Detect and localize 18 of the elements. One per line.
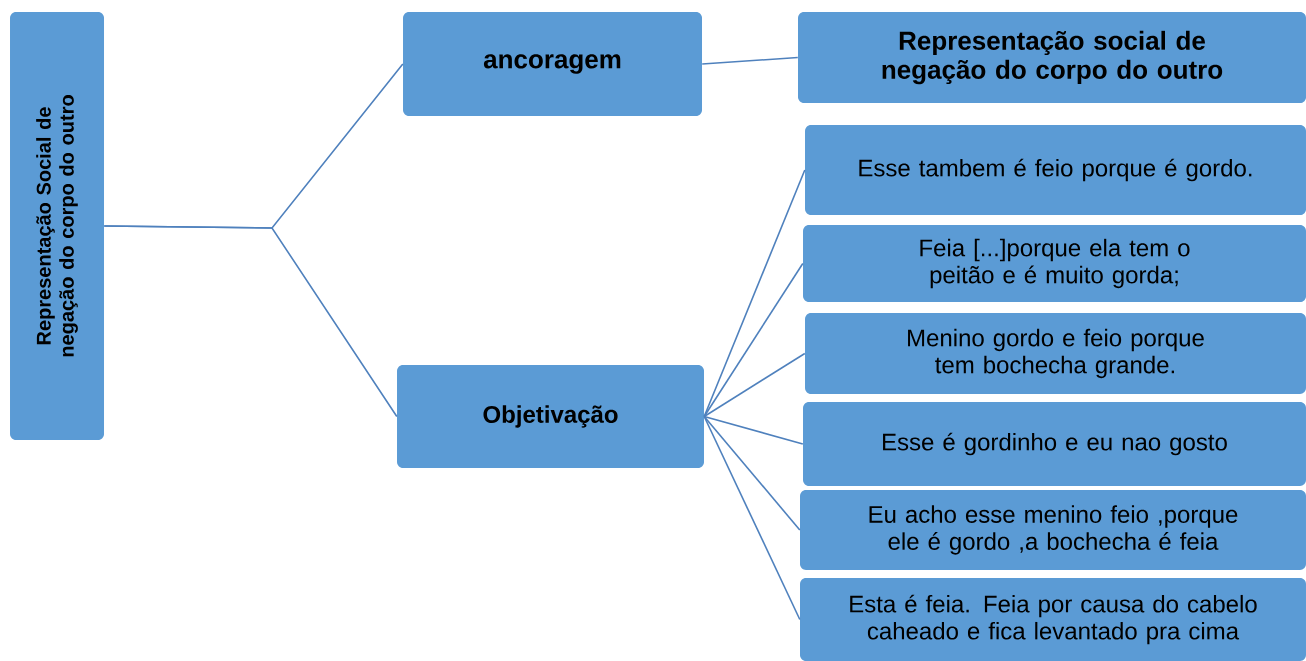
- connector-line: [103, 225, 398, 418]
- text-box: Menino gordo e feio porque tem bochecha grande.: [805, 313, 1306, 394]
- category-box: ancoragem: [403, 12, 702, 116]
- connector-line: [703, 352, 806, 418]
- connector-line: [703, 415, 801, 621]
- text-box: Esse tambem é feio porque é gordo.: [805, 125, 1306, 215]
- text-box: Feia [...]porque ela tem o peitão e é muito gorda;: [803, 225, 1306, 302]
- connector-line: [703, 415, 804, 445]
- text-box: Esse é gordinho e eu nao gosto: [803, 402, 1306, 486]
- category-box: Objetivação: [397, 365, 704, 468]
- connector-line: [703, 415, 801, 531]
- connector-line: [703, 169, 806, 418]
- connector-line: [701, 56, 799, 65]
- text-box: Eu acho esse menino feio ,porque ele é gordo ,a bochecha é feia: [800, 490, 1306, 570]
- label-box: Representação Social de negação do corpo do outro: [10, 12, 104, 440]
- connector-line: [703, 262, 804, 418]
- text-box: Esta é feia. Feia por causa do cabelo caheado e fica levantado pra cima: [800, 578, 1306, 661]
- text-box: Representação social de negação do corpo do outro: [798, 12, 1306, 103]
